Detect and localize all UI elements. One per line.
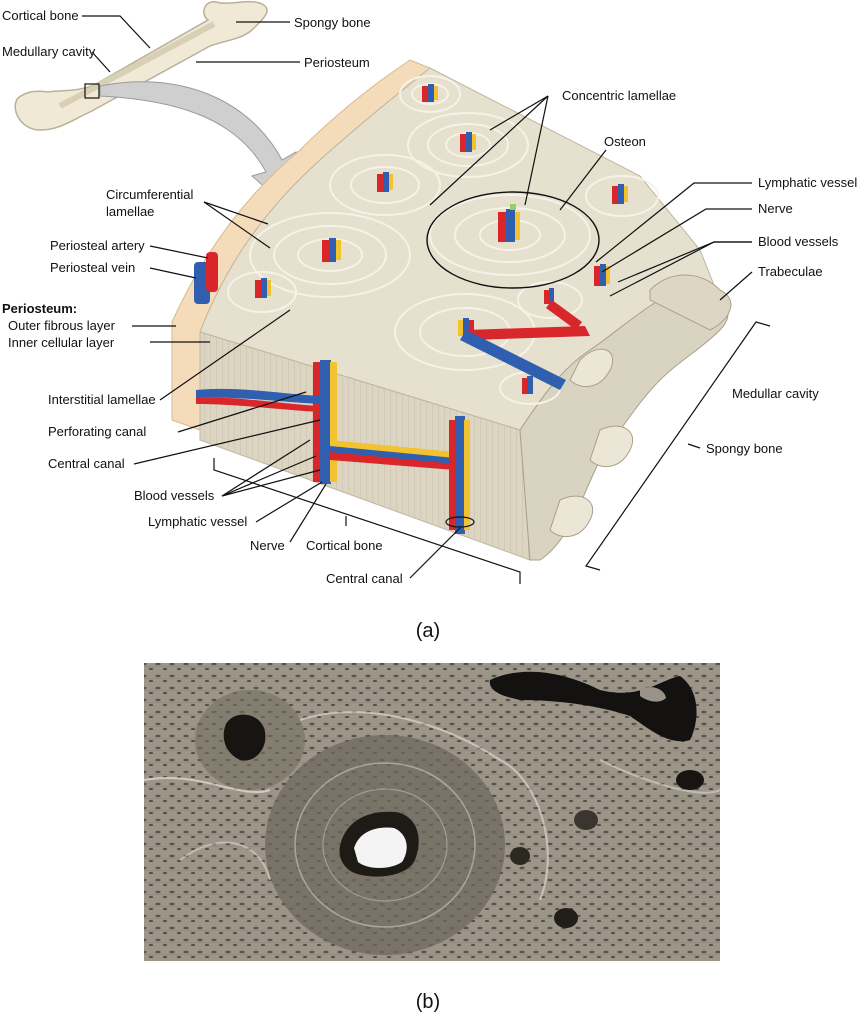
label-circumferential-lamellae-2: lamellae (106, 204, 154, 219)
magnify-box (84, 83, 100, 99)
label-medullary-cavity: Medullary cavity (2, 44, 96, 59)
label-nerve-bottom: Nerve (250, 538, 285, 553)
label-periosteal-artery: Periosteal artery (50, 238, 145, 253)
label-circumferential-lamellae-1: Circumferential (106, 187, 194, 202)
label-interstitial-lamellae: Interstitial lamellae (48, 392, 156, 407)
label-medullar-cavity: Medullar cavity (732, 386, 819, 401)
label-periosteum-heading: Periosteum: (2, 301, 77, 316)
label-perforating-canal: Perforating canal (48, 424, 146, 439)
osteon-outline (426, 191, 600, 289)
label-outer-fibrous-layer: Outer fibrous layer (8, 318, 116, 333)
label-lymphatic-vessel-right: Lymphatic vessel (758, 175, 857, 190)
label-central-canal-left: Central canal (48, 456, 125, 471)
caption-b: (b) (416, 991, 440, 1013)
label-nerve-right: Nerve (758, 201, 793, 216)
label-blood-vessels-bottom: Blood vessels (134, 488, 215, 503)
spongy-bone-bracket (585, 321, 771, 571)
caption-a: (a) (416, 620, 440, 642)
label-spongy-bone-top: Spongy bone (294, 15, 371, 30)
labels-a: Cortical bone Medullary cavity Spongy bo… (2, 8, 857, 586)
label-spongy-bone-right: Spongy bone (706, 441, 783, 456)
label-osteon: Osteon (604, 134, 646, 149)
label-cortical-bone-top: Cortical bone (2, 8, 79, 23)
label-concentric-lamellae: Concentric lamellae (562, 88, 676, 103)
label-lymphatic-vessel-bottom: Lymphatic vessel (148, 514, 247, 529)
label-periosteum-top: Periosteum (304, 55, 370, 70)
vessel-bundles (255, 84, 628, 394)
cortical-bone-bracket (213, 458, 521, 584)
label-central-canal-bottom: Central canal (326, 571, 403, 586)
femur-illustration (14, 0, 268, 131)
label-trabeculae: Trabeculae (758, 264, 823, 279)
micrograph (143, 663, 721, 961)
label-inner-cellular-layer: Inner cellular layer (8, 335, 115, 350)
leader-lines (82, 15, 753, 579)
bone-block (171, 59, 732, 561)
label-blood-vessels-right: Blood vessels (758, 234, 839, 249)
label-periosteal-vein: Periosteal vein (50, 260, 135, 275)
label-cortical-bone-bottom: Cortical bone (306, 538, 383, 553)
